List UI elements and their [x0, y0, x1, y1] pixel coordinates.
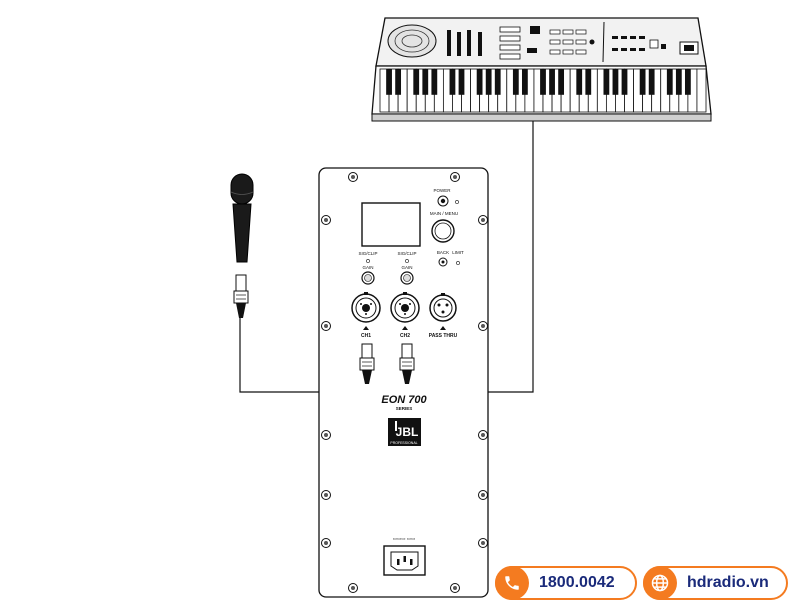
pass-thru-label: PASS THRU — [429, 333, 458, 339]
series-sub: SERIES — [396, 406, 413, 411]
black-key — [386, 69, 392, 95]
screw-head — [324, 433, 328, 437]
screw-head — [481, 324, 485, 328]
back-label: BACK — [437, 250, 449, 255]
ch2-jack — [390, 292, 420, 323]
plug-ch1 — [359, 343, 375, 384]
phone-badge[interactable]: 1800.0042 — [495, 566, 637, 600]
limit-label: LIMIT — [452, 250, 464, 255]
globe-icon — [643, 566, 677, 600]
screw-head — [453, 586, 457, 590]
black-key — [395, 69, 402, 95]
black-key — [431, 69, 438, 95]
website-badge[interactable]: hdradio.vn — [643, 566, 788, 600]
screw-head — [481, 433, 485, 437]
black-key — [449, 69, 456, 95]
black-key — [684, 69, 691, 95]
black-key — [521, 69, 528, 95]
screw-head — [481, 541, 485, 545]
black-key — [648, 69, 655, 95]
screw-head — [324, 541, 328, 545]
black-key — [485, 69, 492, 95]
pass-thru-jack — [429, 293, 457, 322]
phone-number: 1800.0042 — [539, 574, 615, 591]
main-menu-label: MAIN / MENU — [430, 211, 458, 216]
black-key — [422, 69, 429, 95]
sig-clip-label-2: SIG/CLIP — [397, 251, 416, 256]
screw-head — [481, 218, 485, 222]
ch2-label: CH2 — [400, 333, 410, 339]
black-key — [512, 69, 519, 95]
keyboard — [371, 17, 712, 122]
black-key — [413, 69, 420, 95]
black-key — [603, 69, 610, 95]
website-url: hdradio.vn — [687, 574, 769, 591]
black-key — [621, 69, 628, 95]
logo-sub: PROFESSIONAL — [390, 441, 417, 445]
screw-head — [351, 586, 355, 590]
screw-head — [324, 324, 328, 328]
black-key — [639, 69, 646, 95]
screw-head — [453, 175, 457, 179]
svg-text:▭▭▭ ▭▭: ▭▭▭ ▭▭ — [393, 536, 416, 541]
screw-head — [324, 218, 328, 222]
phone-icon — [495, 566, 529, 600]
logo-text: JBL — [396, 425, 419, 439]
speaker-panel: POWER MAIN / MENU BACK LIMIT SIG/CLIP SI… — [318, 167, 489, 598]
ch1-jack — [351, 292, 381, 323]
power-label: POWER — [433, 188, 451, 193]
black-key — [585, 69, 592, 95]
ch1-label: CH1 — [361, 333, 371, 339]
sig-clip-label-1: SIG/CLIP — [358, 251, 377, 256]
black-key — [666, 69, 673, 95]
lcd-display — [361, 202, 421, 247]
gain-label-1: GAIN — [362, 265, 373, 270]
black-key — [576, 69, 583, 95]
black-key — [612, 69, 619, 95]
black-key — [476, 69, 483, 95]
screw-head — [481, 493, 485, 497]
microphone — [230, 173, 254, 318]
black-key — [540, 69, 546, 95]
black-key — [558, 69, 565, 95]
plug-ch2 — [399, 343, 415, 384]
gain-label-2: GAIN — [401, 265, 412, 270]
screw-head — [324, 493, 328, 497]
white-key — [696, 68, 707, 113]
jbl-logo — [388, 418, 421, 446]
black-key — [549, 69, 555, 95]
black-key — [675, 69, 682, 95]
screw-head — [351, 175, 355, 179]
black-key — [458, 69, 465, 95]
series-name: EON 700 — [381, 394, 427, 406]
black-key — [494, 69, 501, 95]
